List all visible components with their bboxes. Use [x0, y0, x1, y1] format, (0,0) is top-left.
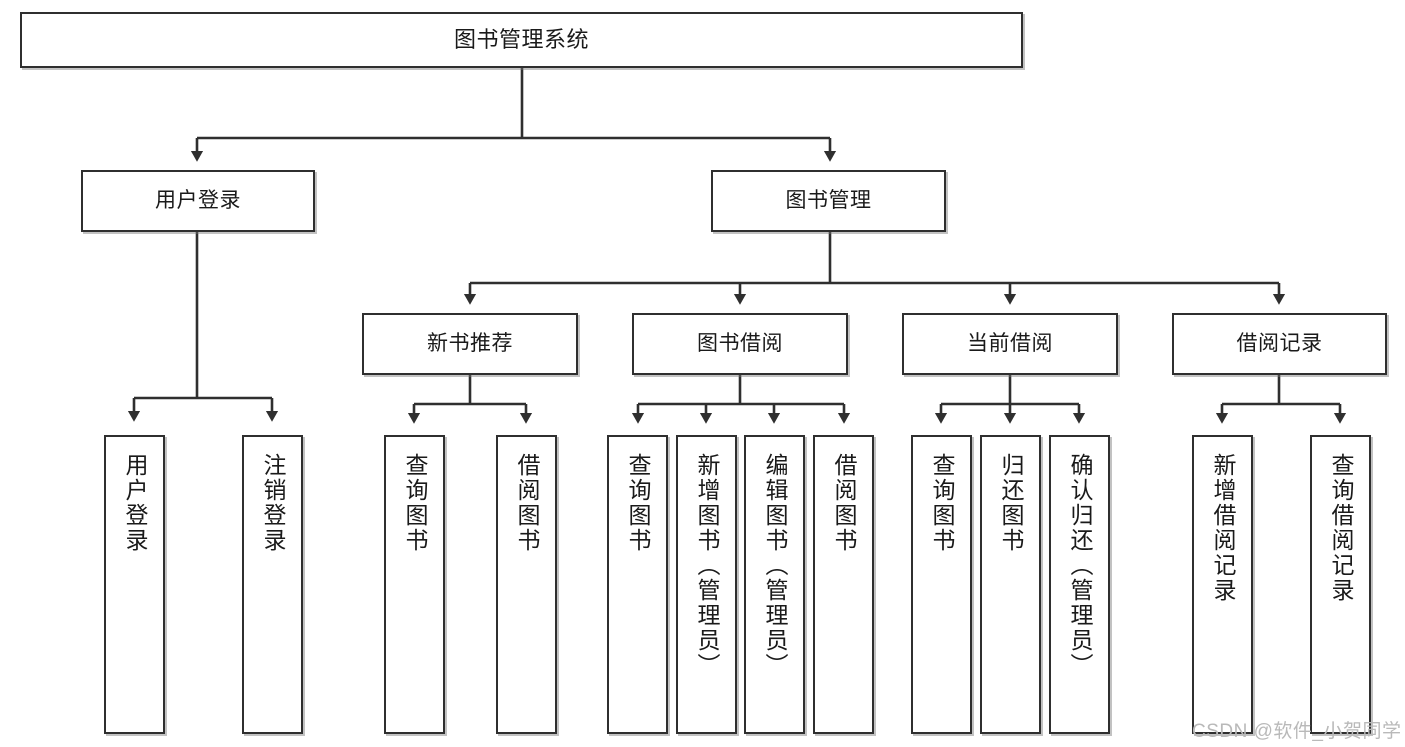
node-label: 借阅图书: [513, 453, 540, 553]
node-new-book-recommend[interactable]: 新书推荐: [362, 313, 578, 375]
leaf-add-book-admin[interactable]: 新增图书（管理员）: [676, 435, 737, 734]
node-label: 用户登录: [121, 453, 148, 553]
node-label: 当前借阅: [967, 331, 1053, 355]
node-label: 借阅记录: [1236, 331, 1323, 355]
node-label: 注销登录: [259, 453, 286, 553]
leaf-query-book-current[interactable]: 查询图书: [911, 435, 972, 734]
leaf-user-login[interactable]: 用户登录: [104, 435, 165, 734]
node-label: 新增图书（管理员）: [693, 453, 720, 678]
node-label: 确认归还（管理员）: [1066, 453, 1093, 678]
node-current-borrow[interactable]: 当前借阅: [902, 313, 1118, 375]
leaf-query-borrow-record[interactable]: 查询借阅记录: [1310, 435, 1371, 734]
node-label: 编辑图书（管理员）: [761, 453, 788, 678]
leaf-borrow-book[interactable]: 借阅图书: [813, 435, 874, 734]
node-user-login[interactable]: 用户登录: [81, 170, 315, 232]
node-book-borrow[interactable]: 图书借阅: [632, 313, 848, 375]
node-book-management[interactable]: 图书管理: [711, 170, 946, 232]
node-borrow-record[interactable]: 借阅记录: [1172, 313, 1387, 375]
node-label: 查询图书: [401, 453, 428, 553]
node-label: 图书管理系统: [453, 27, 589, 53]
leaf-borrow-book-recommend[interactable]: 借阅图书: [496, 435, 557, 734]
leaf-query-book-recommend[interactable]: 查询图书: [384, 435, 445, 734]
leaf-logout[interactable]: 注销登录: [242, 435, 303, 734]
leaf-edit-book-admin[interactable]: 编辑图书（管理员）: [744, 435, 805, 734]
leaf-query-book-borrow[interactable]: 查询图书: [607, 435, 668, 734]
node-label: 借阅图书: [830, 453, 857, 553]
node-label: 归还图书: [997, 453, 1024, 553]
leaf-add-borrow-record[interactable]: 新增借阅记录: [1192, 435, 1253, 734]
watermark-csdn: CSDN @软件_小贺同学: [1192, 721, 1402, 742]
node-label: 查询借阅记录: [1327, 453, 1354, 603]
node-label: 查询图书: [928, 453, 955, 553]
node-label: 新书推荐: [427, 331, 513, 355]
node-label: 用户登录: [155, 188, 241, 212]
node-root-book-management-system[interactable]: 图书管理系统: [20, 12, 1023, 68]
node-label: 图书管理: [785, 188, 872, 212]
node-label: 新增借阅记录: [1209, 453, 1236, 603]
node-label: 查询图书: [624, 453, 651, 553]
leaf-confirm-return-admin[interactable]: 确认归还（管理员）: [1049, 435, 1110, 734]
node-label: 图书借阅: [697, 331, 783, 355]
leaf-return-book[interactable]: 归还图书: [980, 435, 1041, 734]
